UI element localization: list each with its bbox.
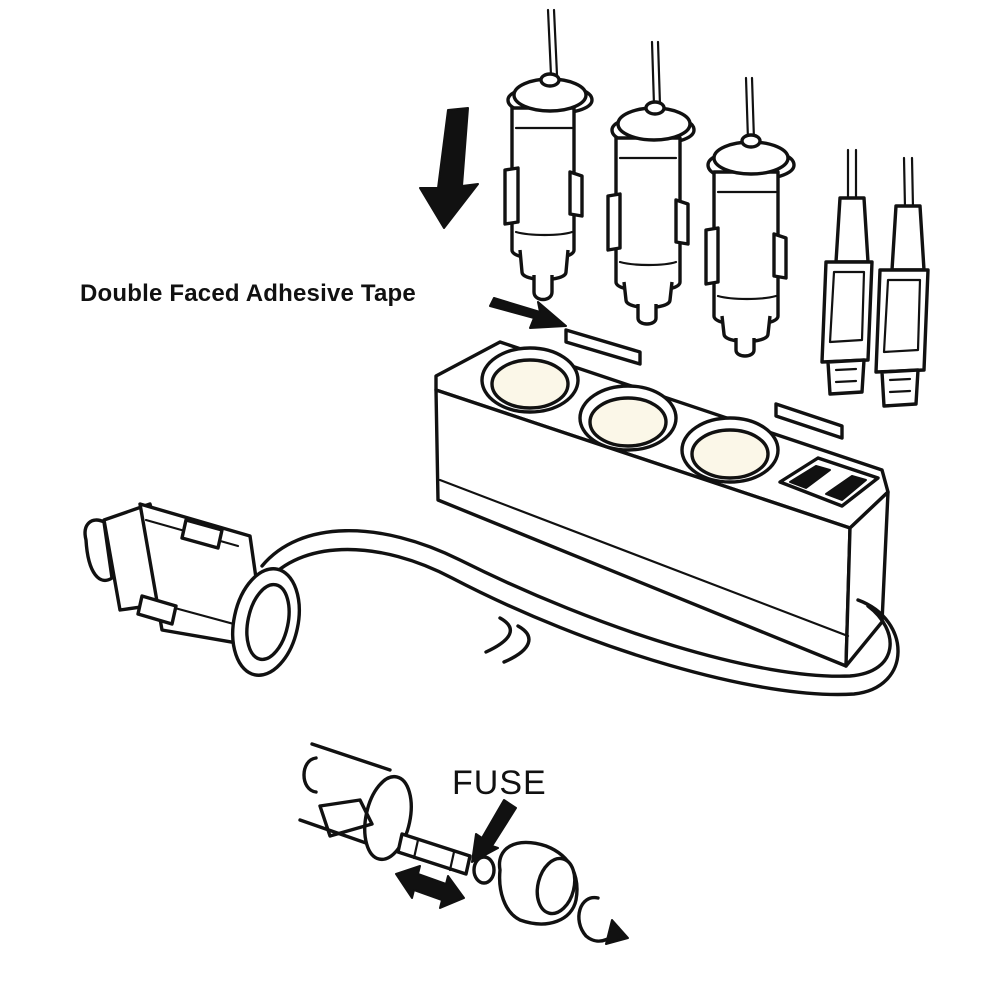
adhesive-tape-label: Double Faced Adhesive Tape bbox=[80, 280, 416, 307]
insert-down-arrow bbox=[419, 107, 479, 229]
remove-insert-double-arrow bbox=[395, 865, 465, 909]
plug-3 bbox=[704, 76, 796, 358]
fuse-pointer-arrow bbox=[471, 799, 517, 863]
fuse-detail bbox=[298, 742, 629, 945]
tape-pointer-arrow bbox=[489, 297, 567, 329]
plug-2 bbox=[606, 40, 696, 326]
usb-plug-1 bbox=[820, 148, 874, 396]
socket-splitter-body bbox=[434, 328, 890, 668]
main-cigarette-plug bbox=[83, 502, 301, 677]
power-cable bbox=[260, 529, 900, 697]
usb-plug-2 bbox=[874, 156, 930, 408]
plug-1 bbox=[503, 8, 594, 302]
fuse-label: FUSE bbox=[452, 764, 547, 802]
